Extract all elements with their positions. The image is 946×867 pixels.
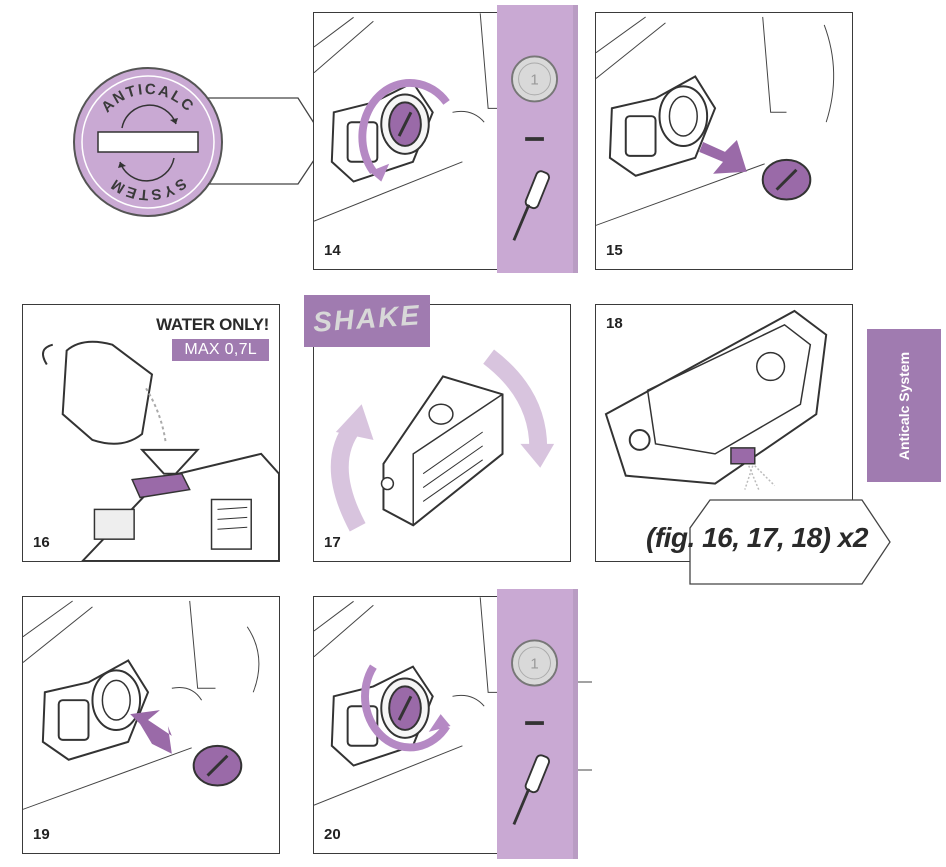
coin-icon: 1 (511, 55, 558, 103)
panel-number: 15 (606, 242, 623, 259)
remove-cap-illustration (314, 13, 500, 222)
panel-16: WATER ONLY! MAX 0,7L 16 (22, 304, 280, 562)
tool-strip-20: 1 (497, 589, 578, 859)
panel-number: 20 (324, 826, 341, 843)
guide-lines (578, 681, 592, 771)
panel-20: 20 (313, 596, 501, 854)
screwdriver-icon (512, 170, 550, 241)
minus-sign-icon (525, 137, 544, 141)
tighten-cap-illustration (314, 597, 500, 806)
shake-badge: SHAKE (304, 295, 430, 347)
tool-strip-14: 1 (497, 5, 578, 273)
panel-number: 19 (33, 826, 50, 843)
panel-19: 19 (22, 596, 280, 854)
section-tab: Anticalc System (867, 329, 941, 482)
logo-connector (208, 97, 327, 185)
repeat-arrow (689, 499, 891, 585)
panel-14: 14 (313, 12, 501, 270)
cap-removed-illustration (596, 16, 835, 226)
water-only-label: WATER ONLY! (156, 315, 269, 334)
water-warning: WATER ONLY! MAX 0,7L (156, 315, 269, 361)
minus-sign-icon (525, 721, 544, 725)
section-tab-label: Anticalc System (896, 351, 912, 460)
fill-water-illustration (42, 340, 279, 561)
screwdriver-icon (512, 754, 550, 825)
svg-text:1: 1 (530, 72, 538, 89)
drain-illustration (604, 309, 828, 490)
panel-number: 17 (324, 534, 341, 551)
svg-text:1: 1 (530, 656, 538, 673)
max-capacity-label: MAX 0,7L (172, 339, 269, 361)
panel-15: 15 (595, 12, 853, 270)
insert-cap-illustration (23, 600, 260, 810)
repeat-note: (fig. 16, 17, 18) x2 (646, 522, 868, 553)
panel-number: 14 (324, 242, 341, 259)
panel-number: 16 (33, 534, 50, 551)
shake-illustration (330, 349, 555, 532)
panel-17: 17 (313, 304, 571, 562)
anticalc-logo: ANTICALC SYSTEM (73, 67, 223, 217)
panel-number: 18 (606, 315, 623, 332)
coin-icon: 1 (511, 639, 558, 687)
shake-label: SHAKE (311, 299, 422, 338)
